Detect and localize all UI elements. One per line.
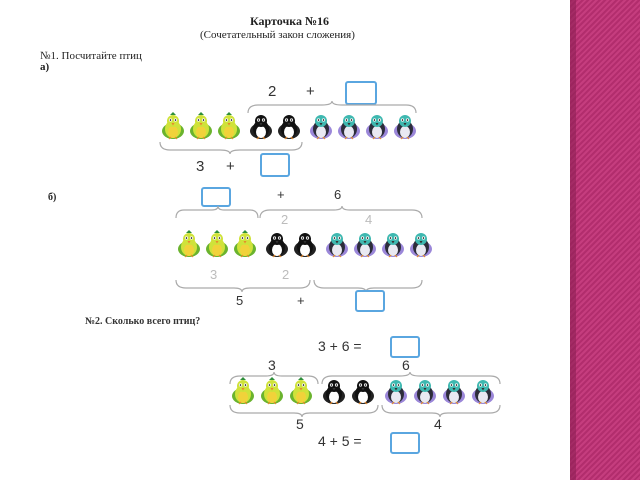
blue-bird-icon bbox=[324, 230, 350, 263]
blue-bird-icon bbox=[364, 112, 390, 145]
part-a-top-answer-box[interactable] bbox=[345, 81, 377, 105]
blue-bird-icon bbox=[408, 230, 434, 263]
black-bird-icon bbox=[292, 230, 318, 263]
task1-label: №1. Посчитайте птиц bbox=[40, 50, 142, 62]
yellow-bird-icon bbox=[230, 377, 256, 410]
part-a-bottom-plus: + bbox=[226, 158, 235, 175]
task2-equation-bottom: 4 + 5 = bbox=[318, 433, 362, 449]
part-b-hint-top-left: 2 bbox=[281, 212, 289, 227]
blue-bird-icon bbox=[336, 112, 362, 145]
yellow-bird-icon bbox=[204, 230, 230, 263]
blue-bird-icon bbox=[380, 230, 406, 263]
part-b-top-answer-box[interactable] bbox=[201, 187, 231, 207]
part-b-hint-bottom-left: 3 bbox=[210, 267, 218, 282]
task2-bottom-braces bbox=[229, 404, 501, 418]
part-b-bottom-answer-box[interactable] bbox=[355, 290, 385, 312]
part-b-hint-bottom-right: 2 bbox=[282, 267, 290, 282]
decorative-sidebar bbox=[570, 0, 640, 480]
black-bird-icon bbox=[264, 230, 290, 263]
part-a-top-brace bbox=[247, 100, 417, 114]
card-subtitle: (Сочетательный закон сложения) bbox=[200, 29, 355, 41]
part-a-bottom-brace bbox=[159, 141, 303, 155]
black-bird-icon bbox=[350, 377, 376, 410]
yellow-bird-icon bbox=[216, 112, 242, 145]
task2-bottom-answer-box[interactable] bbox=[390, 432, 420, 454]
part-b-top-braces bbox=[175, 205, 423, 219]
part-b-top-number: 6 bbox=[334, 187, 342, 202]
card-title: Карточка №16 bbox=[250, 14, 330, 28]
part-a-bottom-answer-box[interactable] bbox=[260, 153, 290, 177]
blue-bird-icon bbox=[412, 377, 438, 410]
task2-right-bottom-number: 4 bbox=[434, 416, 442, 432]
blue-bird-icon bbox=[470, 377, 496, 410]
part-a-label: а) bbox=[40, 61, 50, 73]
yellow-bird-icon bbox=[188, 112, 214, 145]
yellow-bird-icon bbox=[259, 377, 285, 410]
blue-bird-icon bbox=[441, 377, 467, 410]
task2-top-answer-box[interactable] bbox=[390, 336, 420, 358]
task2-left-bottom-number: 5 bbox=[296, 416, 304, 432]
task2-left-top-number: 3 bbox=[268, 357, 276, 373]
part-b-bottom-plus: + bbox=[297, 293, 305, 308]
task2-top-braces bbox=[229, 371, 501, 385]
yellow-bird-icon bbox=[160, 112, 186, 145]
part-b-bottom-braces bbox=[175, 279, 423, 293]
yellow-bird-icon bbox=[232, 230, 258, 263]
task2-right-top-number: 6 bbox=[402, 357, 410, 373]
black-bird-icon bbox=[321, 377, 347, 410]
black-bird-icon bbox=[248, 112, 274, 145]
task2-equation-top: 3 + 6 = bbox=[318, 338, 362, 354]
task2-label: №2. Сколько всего птиц? bbox=[85, 316, 201, 327]
part-b-hint-top-right: 4 bbox=[365, 212, 373, 227]
part-a-top-number: 2 bbox=[268, 83, 277, 100]
part-a-bottom-number: 3 bbox=[196, 158, 205, 175]
part-b-top-plus: + bbox=[277, 187, 285, 202]
blue-bird-icon bbox=[352, 230, 378, 263]
blue-bird-icon bbox=[392, 112, 418, 145]
part-b-label: б) bbox=[48, 192, 57, 203]
blue-bird-icon bbox=[308, 112, 334, 145]
black-bird-icon bbox=[276, 112, 302, 145]
yellow-bird-icon bbox=[288, 377, 314, 410]
part-a-top-plus: + bbox=[306, 83, 315, 100]
blue-bird-icon bbox=[383, 377, 409, 410]
yellow-bird-icon bbox=[176, 230, 202, 263]
part-b-bottom-number: 5 bbox=[236, 293, 244, 308]
